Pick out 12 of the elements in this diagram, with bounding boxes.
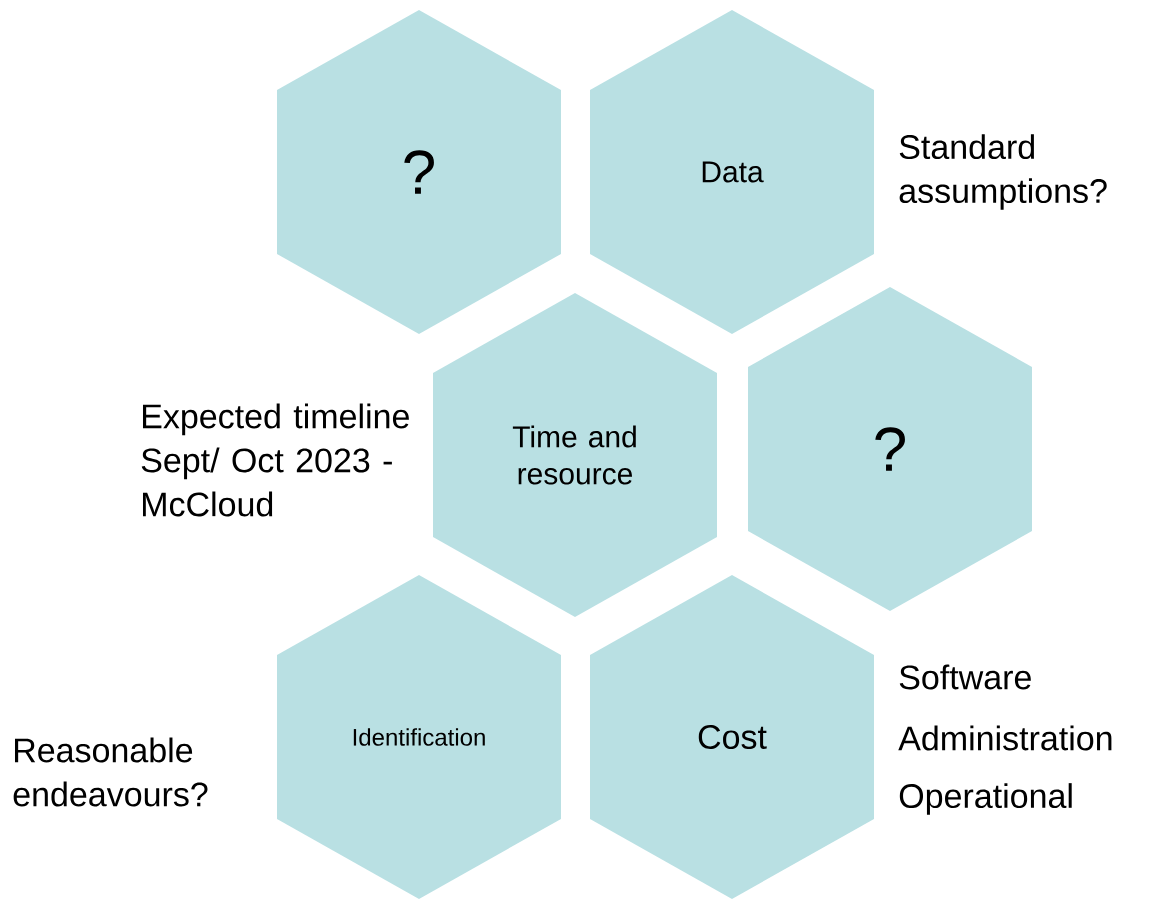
hexagon: Cost xyxy=(590,575,874,899)
hexagon: Data xyxy=(590,10,874,334)
hexagon: ? xyxy=(748,287,1032,611)
hexagon: Time and resource xyxy=(433,293,717,617)
hexagon: Identification xyxy=(277,575,561,899)
side-note: Administration xyxy=(898,725,1112,751)
side-note: Expected timeline Sept/ Oct 2023 - McCloud xyxy=(141,403,409,517)
side-note: Software xyxy=(899,664,1031,690)
side-note: Standard assumptions? xyxy=(899,134,1107,210)
side-note: Operational xyxy=(899,783,1072,815)
side-note: Reasonable endeavours? xyxy=(13,737,208,807)
hexagon: ? xyxy=(277,10,561,334)
